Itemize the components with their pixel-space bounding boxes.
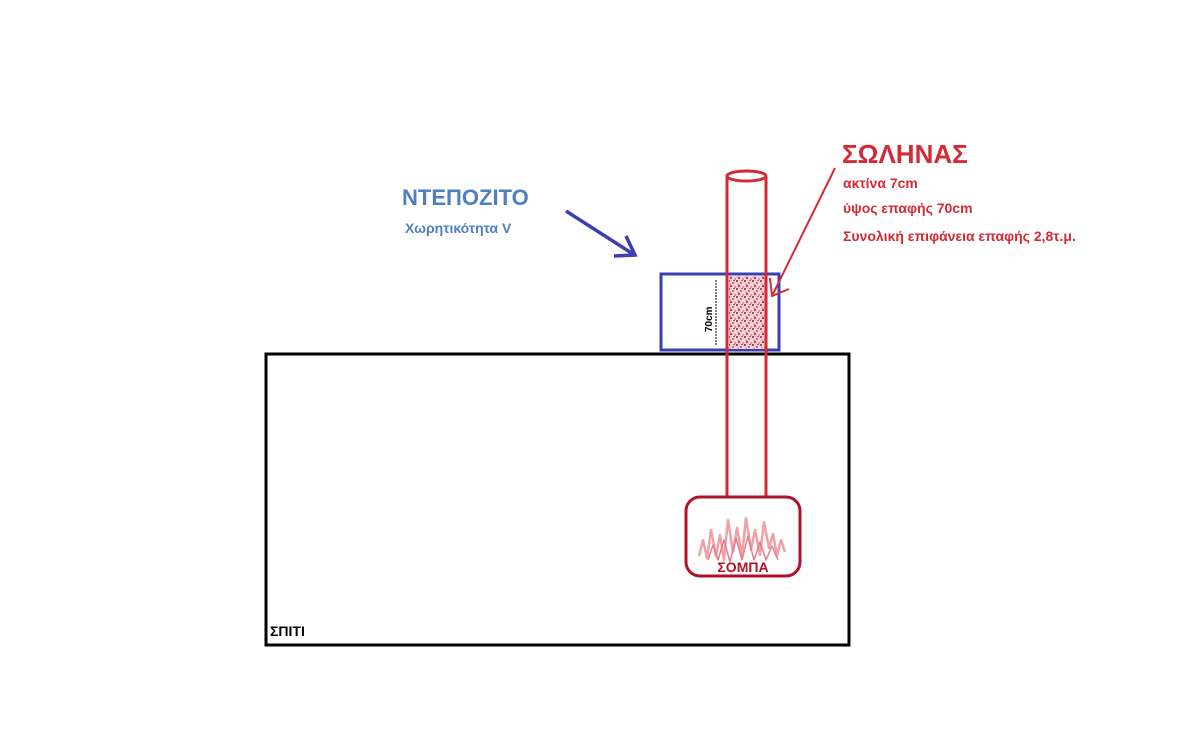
flame-icon-inner: [707, 535, 779, 563]
tank-capacity: Χωρητικότητα V: [405, 220, 512, 236]
tank-title: ΝΤΕΠΟΖΙΤΟ: [402, 185, 529, 210]
flame-icon: [697, 516, 787, 562]
house-label: ΣΠΙΤΙ: [270, 623, 305, 639]
tank-height-label: 70cm: [704, 306, 715, 332]
pipe-contact-area: Συνολική επιφάνεια επαφής 2,8τ.μ.: [843, 228, 1076, 244]
house-outline: [264, 352, 851, 647]
tank-pointer-arrow: [565, 209, 634, 256]
pipe-title: ΣΩΛΗΝΑΣ: [842, 139, 968, 169]
tank-contact-zone: [729, 276, 766, 349]
stove-label: ΣΟΜΠΑ: [717, 559, 768, 575]
pipe-contact-height: ύψος επαφής 70cm: [843, 200, 973, 216]
pipe-pointer-arrowhead: [769, 277, 790, 298]
tank-pointer-arrowhead: [613, 235, 638, 258]
pipe-pointer-arrow: [772, 167, 836, 295]
pipe-top-opening: [725, 169, 768, 183]
pipe-radius: ακτίνα 7cm: [843, 175, 918, 191]
